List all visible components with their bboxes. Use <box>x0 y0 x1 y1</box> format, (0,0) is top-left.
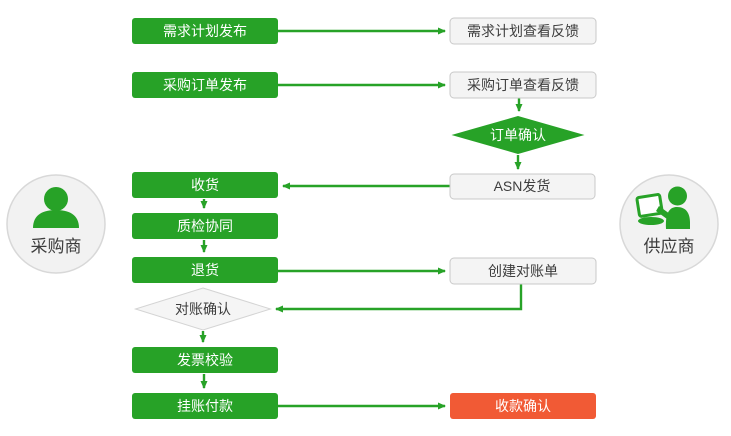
node-reconciliation-confirm: 对账确认 <box>133 287 273 331</box>
node-demand-plan-publish: 需求计划发布 <box>132 18 278 44</box>
order-confirm-label: 订单确认 <box>490 127 546 143</box>
node-order-confirm: 订单确认 <box>451 116 585 154</box>
purchase-order-publish-label: 采购订单发布 <box>163 77 247 93</box>
return-goods-label: 退货 <box>191 262 219 278</box>
buyer-label: 采购商 <box>31 237 82 256</box>
reconciliation-confirm-label: 对账确认 <box>175 301 231 317</box>
asn-shipping-label: ASN发货 <box>494 178 551 194</box>
purchase-order-publish-box <box>132 72 278 98</box>
order-confirm-diamond <box>451 116 585 154</box>
supplier-label: 供应商 <box>644 237 695 256</box>
connectors <box>199 27 523 410</box>
payment-confirm-box <box>450 393 596 419</box>
node-quality-inspection: 质检协同 <box>132 213 278 239</box>
receive-goods-label: 收货 <box>191 177 219 193</box>
actor-supplier: 供应商 <box>619 174 719 274</box>
asn-shipping-box <box>449 173 596 200</box>
demand-plan-feedback-label: 需求计划查看反馈 <box>467 23 579 39</box>
actor-buyer: 采购商 <box>6 174 106 274</box>
user-laptop-icon <box>635 186 690 229</box>
create-statement-box <box>449 257 597 285</box>
node-purchase-order-publish: 采购订单发布 <box>132 72 278 98</box>
invoice-verification-label: 发票校验 <box>177 352 233 368</box>
node-payment-confirm: 收款确认 <box>450 393 596 419</box>
demand-plan-feedback-box <box>449 17 597 45</box>
node-create-statement: 创建对账单 <box>449 257 597 285</box>
return-goods-box <box>132 257 278 283</box>
edge-statement-to-reconcile <box>275 284 523 313</box>
payment-on-account-box <box>132 393 278 419</box>
purchase-order-feedback-box <box>449 71 597 99</box>
node-asn-shipping: ASN发货 <box>449 173 596 200</box>
invoice-verification-box <box>132 347 278 373</box>
payment-on-account-label: 挂账付款 <box>177 398 233 414</box>
demand-plan-publish-label: 需求计划发布 <box>163 23 247 39</box>
quality-inspection-box <box>132 213 278 239</box>
node-return-goods: 退货 <box>132 257 278 283</box>
purchase-order-feedback-label: 采购订单查看反馈 <box>467 77 579 93</box>
node-purchase-order-feedback: 采购订单查看反馈 <box>449 71 597 99</box>
reconciliation-confirm-diamond <box>133 287 273 331</box>
payment-confirm-label: 收款确认 <box>495 398 551 414</box>
user-silhouette-icon <box>33 187 79 228</box>
receive-goods-box <box>132 172 278 198</box>
node-invoice-verification: 发票校验 <box>132 347 278 373</box>
node-demand-plan-feedback: 需求计划查看反馈 <box>449 17 597 45</box>
node-receive-goods: 收货 <box>132 172 278 198</box>
quality-inspection-label: 质检协同 <box>177 218 233 234</box>
node-payment-on-account: 挂账付款 <box>132 393 278 419</box>
create-statement-label: 创建对账单 <box>488 263 558 279</box>
demand-plan-publish-box <box>132 18 278 44</box>
